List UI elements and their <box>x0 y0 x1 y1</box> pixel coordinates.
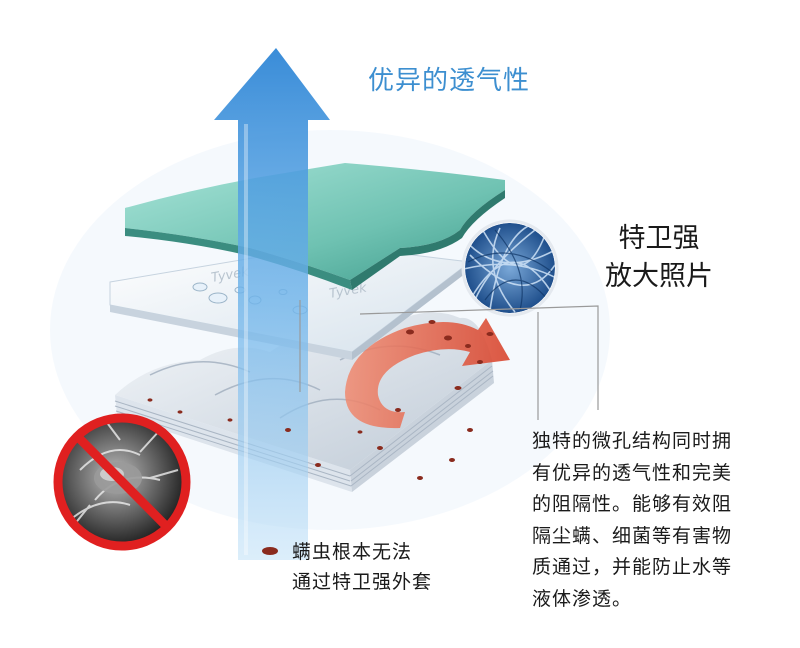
description-line: 液体渗透。 <box>532 587 633 610</box>
breathability-arrow <box>214 48 330 560</box>
tyvek-watermark-2: Tyvek <box>328 281 368 302</box>
mite-note-line-2: 通过特卫强外套 <box>292 571 433 593</box>
fiber-magnified <box>461 219 559 317</box>
description-line: 有优异的透气性和完美 <box>532 461 733 484</box>
description-line: 隔尘螨、细菌等有害物 <box>532 524 733 547</box>
zoom-caption-line-1: 特卫强 <box>618 223 700 254</box>
description-text: 独特的微孔结构同时拥 有优异的透气性和完美 的阻隔性。能够有效阻 隔尘螨、细菌等… <box>532 426 782 615</box>
heading-breathability: 优异的透气性 <box>368 66 531 96</box>
outer-layer <box>125 163 505 290</box>
description-line: 质通过，并能防止水等 <box>532 556 733 578</box>
no-mite-sign <box>53 413 191 551</box>
leader-lines <box>299 300 599 420</box>
mite-legend-icon <box>262 547 278 555</box>
particles <box>147 320 494 480</box>
description-line: 的阻隔性。能够有效阻 <box>532 493 733 515</box>
zoom-caption-line-2: 放大照片 <box>605 261 713 292</box>
mite-note: 螨虫根本无法 通过特卫强外套 <box>292 537 432 597</box>
mite-note-line-1: 螨虫根本无法 <box>292 541 413 563</box>
zoom-caption: 特卫强 放大照片 <box>594 220 724 296</box>
description-line: 独特的微孔结构同时拥 <box>532 430 733 452</box>
